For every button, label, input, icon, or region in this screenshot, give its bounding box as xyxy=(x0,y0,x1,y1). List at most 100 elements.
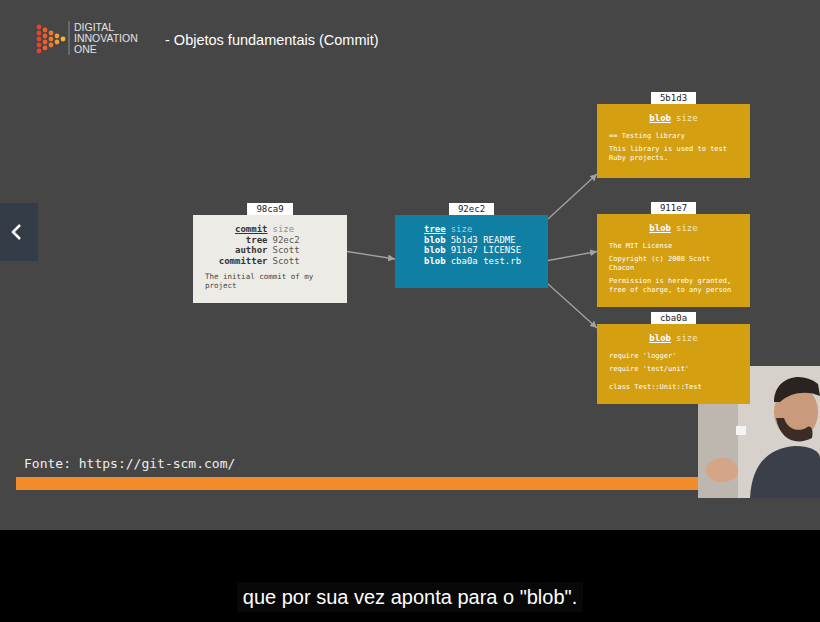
icon-dot xyxy=(43,46,48,51)
field-value: size xyxy=(676,223,698,234)
field-row: blob size xyxy=(597,113,750,124)
source-note: Fonte: https://git-scm.com/ xyxy=(24,456,235,472)
brand-icon xyxy=(37,25,66,54)
object-content: require 'logger' require 'test/unit' class… xyxy=(597,352,750,392)
field-value: size xyxy=(273,224,345,235)
field-row: author Scott xyxy=(193,245,347,256)
icon-dot xyxy=(43,40,48,45)
content-line: The initial commit of my project xyxy=(205,272,335,290)
pointer-arrow xyxy=(548,252,597,261)
field-row: blob cba0a test.rb xyxy=(424,256,548,267)
field-value: size xyxy=(676,333,698,344)
slide-ground xyxy=(0,0,820,530)
field-key: blob xyxy=(649,333,671,344)
object-hash: 5b1d3 xyxy=(651,92,696,104)
field-value: Scott xyxy=(273,256,345,267)
content-line: This library is used to test Ruby projec… xyxy=(609,145,738,162)
field-key: author xyxy=(196,245,268,256)
tree-object-box: 92ec2treesizeblob5b1d3 READMEblob911e7 L… xyxy=(395,215,548,288)
subtitle-caption: que por sua vez aponta para o "blob". xyxy=(0,582,820,612)
content-line: class Test::Unit::Test xyxy=(609,383,738,392)
person-hand xyxy=(706,458,738,482)
person-beard xyxy=(776,418,813,441)
content-line: Copyright (c) 2008 Scott Chacon xyxy=(609,255,738,272)
field-value: 911e7 LICENSE xyxy=(451,245,521,256)
object-hash: cba0a xyxy=(651,312,696,324)
field-value: 5b1d3 README xyxy=(451,235,516,246)
field-value: Scott xyxy=(273,245,345,256)
object-hash: 911e7 xyxy=(651,202,696,214)
field-key: commit xyxy=(196,224,268,235)
webcam-object xyxy=(736,426,746,435)
brand-name: DIGITAL INNOVATION ONE xyxy=(74,22,138,55)
nav-button xyxy=(0,203,38,261)
field-row: blob 5b1d3 README xyxy=(424,235,548,246)
chevron-icon xyxy=(13,225,20,239)
field-key: tree xyxy=(424,224,446,235)
commit-object-box: 98ca9commitsizetree92ec2authorScottcommi… xyxy=(193,215,347,303)
field-row: blob 911e7 LICENSE xyxy=(424,245,548,256)
field-key: blob xyxy=(649,113,671,124)
pointer-arrow xyxy=(548,174,597,219)
field-value: size xyxy=(676,113,698,124)
caption-band xyxy=(0,530,820,622)
content-line: require 'test/unit' xyxy=(609,365,738,374)
field-row: tree 92ec2 xyxy=(193,235,347,246)
field-list: blob size xyxy=(597,223,750,234)
field-key: blob xyxy=(649,223,671,234)
object-content: The MIT LicenseCopyright (c) 2008 Scott … xyxy=(597,242,750,295)
pointer-arrow xyxy=(548,284,597,328)
icon-dot xyxy=(43,28,48,33)
object-hash: 98ca9 xyxy=(247,203,292,215)
icon-dot xyxy=(37,49,42,54)
content-line: Permission is hereby granted, free of ch… xyxy=(609,277,738,294)
field-value: cba0a test.rb xyxy=(451,256,521,267)
field-row: commit size xyxy=(193,224,347,235)
content-line: The MIT License xyxy=(609,242,738,251)
field-value: size xyxy=(451,224,473,235)
content-line: == Testing library xyxy=(609,132,738,141)
object-hash: 92ec2 xyxy=(449,203,494,215)
field-list: commitsizetree92ec2authorScottcommitterS… xyxy=(193,224,347,266)
person-hair xyxy=(774,377,820,402)
icon-dot xyxy=(55,40,60,45)
field-value: 92ec2 xyxy=(273,235,345,246)
field-row: tree size xyxy=(424,224,548,235)
icon-dot xyxy=(49,31,54,36)
icon-dot xyxy=(37,37,42,42)
field-key: blob xyxy=(424,235,446,246)
slide-title: - Objetos fundamentais (Commit) xyxy=(165,31,379,49)
icon-dot xyxy=(37,31,42,36)
field-key: tree xyxy=(196,235,268,246)
field-row: committer Scott xyxy=(193,256,347,267)
icon-dot xyxy=(49,43,54,48)
icon-dot xyxy=(37,43,42,48)
content-line: require 'logger' xyxy=(609,352,738,361)
nav-button-ground xyxy=(0,203,38,261)
blob-object-box: 5b1d3blobsize== Testing libraryThis libr… xyxy=(597,104,750,178)
field-list: tree size blob 5b1d3 README blob 911e7 LICENS… xyxy=(395,224,548,266)
field-row: blob size xyxy=(597,333,750,344)
field-key: blob xyxy=(424,245,446,256)
icon-dot xyxy=(55,34,60,39)
icon-dot xyxy=(43,34,48,39)
field-list: blob size xyxy=(597,333,750,344)
field-key: blob xyxy=(424,256,446,267)
subtitle-text: que por sua vez aponta para o "blob". xyxy=(237,582,583,612)
brand-divider xyxy=(69,21,70,55)
field-row: blob size xyxy=(597,223,750,234)
person-shirt xyxy=(750,446,820,498)
object-content: The initial commit of my project xyxy=(193,272,347,290)
icon-dot xyxy=(61,37,66,42)
field-list: blob size xyxy=(597,113,750,124)
blob-object-box: cba0ablobsizerequire 'logger'require 'te… xyxy=(597,324,750,404)
object-content: == Testing libraryThis library is used t… xyxy=(597,132,750,163)
field-key: committer xyxy=(196,256,268,267)
icon-dot xyxy=(37,25,42,30)
icon-dot xyxy=(49,37,54,42)
blob-object-box: 911e7blobsizeThe MIT LicenseCopyright (c… xyxy=(597,214,750,307)
pointer-arrow xyxy=(347,252,395,260)
